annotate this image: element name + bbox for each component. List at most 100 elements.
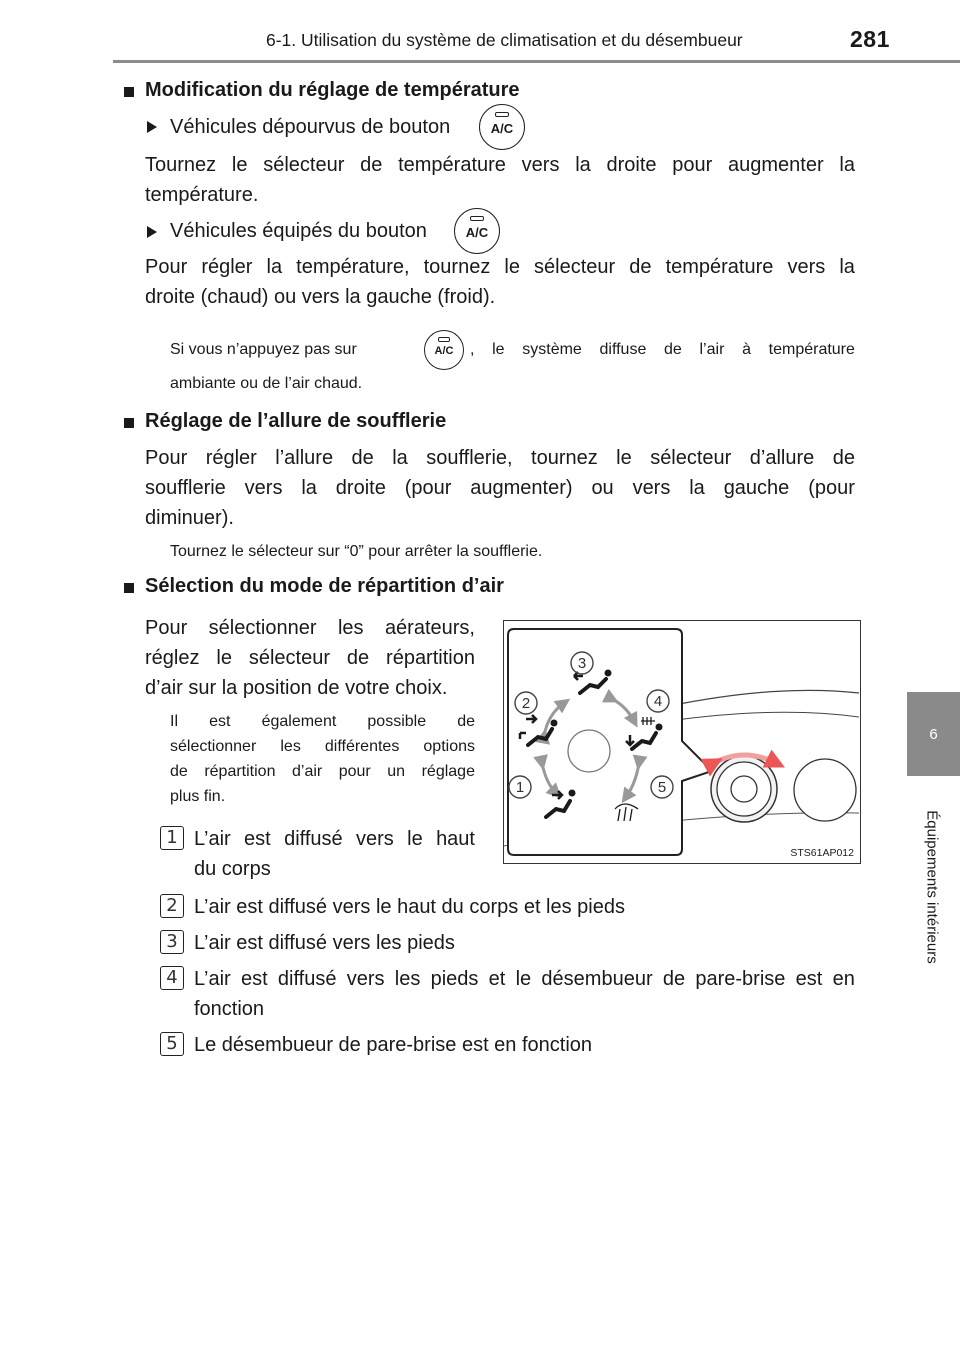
word: sélectionner <box>170 738 257 755</box>
word: L’air <box>194 828 231 850</box>
with-ac-text-line2: droite (chaud) ou vers la gauche (froid)… <box>145 286 496 308</box>
mode-note-line4: plus fin. <box>170 788 226 805</box>
word: gauche <box>723 477 790 499</box>
word: l’air <box>699 341 725 358</box>
word: Tournez <box>145 154 217 176</box>
mode-intro-line2: réglez le sélecteur de répartition <box>145 647 475 670</box>
word: de <box>346 647 370 669</box>
word: à <box>742 341 751 358</box>
word: Il <box>170 713 178 730</box>
header-rule <box>113 60 960 63</box>
word: sélecteur <box>248 647 330 669</box>
figure-code: STS61AP012 <box>790 847 854 859</box>
word: droite <box>335 477 386 499</box>
mode-intro-line3: d’air sur la position de votre choix. <box>145 677 448 699</box>
word: également <box>261 713 337 730</box>
word: le <box>407 828 423 850</box>
square-bullet-icon <box>124 418 134 428</box>
chapter-tab: 6 <box>907 692 960 776</box>
chapter-number: 6 <box>929 726 938 743</box>
square-bullet-icon <box>124 87 134 97</box>
air-distribution-figure: 1 2 3 4 5 STS61AP012 <box>503 620 861 864</box>
word: diffusé <box>284 828 343 850</box>
word: le <box>216 647 232 669</box>
word: sélectionner <box>208 617 317 639</box>
word: vers <box>346 968 385 990</box>
ac-button-icon: A/C <box>479 104 525 150</box>
word: le <box>492 341 505 358</box>
word: Pour <box>145 447 188 469</box>
word: augmenter) <box>470 477 573 499</box>
word: système <box>522 341 582 358</box>
chapter-label-text: Équipements intérieurs <box>923 810 941 964</box>
ac-button-icon: A/C <box>454 208 500 254</box>
word: vers <box>787 256 826 278</box>
fan-text-line3: diminuer). <box>145 507 234 529</box>
word: diffusé <box>277 968 337 990</box>
mode-item-2-line1: L’air est diffusé vers le haut du corps … <box>194 896 625 918</box>
word: différentes <box>324 738 400 755</box>
word: est <box>244 828 271 850</box>
word: (pour <box>404 477 452 499</box>
word: régler <box>205 447 257 469</box>
word: droite <box>606 154 657 176</box>
word: la <box>392 447 408 469</box>
word: répartition <box>204 763 276 780</box>
word: pour <box>672 154 713 176</box>
word: la <box>839 256 855 278</box>
word: répartition <box>386 647 475 669</box>
word: de <box>664 341 682 358</box>
word: le <box>616 447 632 469</box>
word: la <box>266 256 283 278</box>
ac-button-label: A/C <box>490 121 514 136</box>
number-badge-5: 5 <box>160 1032 184 1056</box>
word: aérateurs, <box>384 617 475 639</box>
word: le <box>231 154 248 176</box>
word: options <box>423 738 475 755</box>
fan-note: Tournez le sélecteur sur “0” pour arrête… <box>170 543 543 560</box>
mode-item-4-line2: fonction <box>194 998 265 1020</box>
figure-position-4: 4 <box>654 693 662 710</box>
section-heading-mode: Sélection du mode de répartition d’air <box>145 575 504 597</box>
section-heading-temperature: Modification du réglage de température <box>145 79 520 101</box>
word: la <box>575 154 591 176</box>
word: sélecteur <box>263 154 345 176</box>
mode-item-1-line2: du corps <box>194 858 271 880</box>
word: de <box>629 256 652 278</box>
word: l’allure <box>275 447 334 469</box>
word: la <box>689 477 705 499</box>
word: Pour <box>145 256 188 278</box>
word: température, <box>296 256 410 278</box>
word: soufflerie, <box>426 447 513 469</box>
word: est <box>240 968 268 990</box>
word: pieds <box>430 968 479 990</box>
word: L’air <box>194 968 231 990</box>
triangle-bullet-icon <box>147 226 157 238</box>
ac-indicator-icon <box>470 216 484 221</box>
square-bullet-icon <box>124 583 134 593</box>
word: tournez <box>423 256 491 278</box>
word: Pour <box>145 617 188 639</box>
chapter-label: Équipements intérieurs <box>920 792 944 982</box>
word: sélecteur <box>650 447 732 469</box>
figure-position-1: 1 <box>516 779 524 796</box>
dashboard-illustration: 1 2 3 4 5 <box>503 628 860 856</box>
word: est <box>795 968 823 990</box>
word: d’allure <box>749 447 815 469</box>
ac-note-line2: ambiante ou de l’air chaud. <box>170 375 363 392</box>
figure-position-3: 3 <box>578 655 586 672</box>
word: (pour <box>808 477 855 499</box>
word: est <box>209 713 231 730</box>
word: soufflerie <box>145 477 226 499</box>
word: d’air <box>291 763 323 780</box>
word: température <box>665 256 774 278</box>
without-ac-label: Véhicules dépourvus de bouton <box>170 116 451 138</box>
word: tournez <box>531 447 598 469</box>
word: de <box>662 968 686 990</box>
word: réglez <box>145 647 200 669</box>
